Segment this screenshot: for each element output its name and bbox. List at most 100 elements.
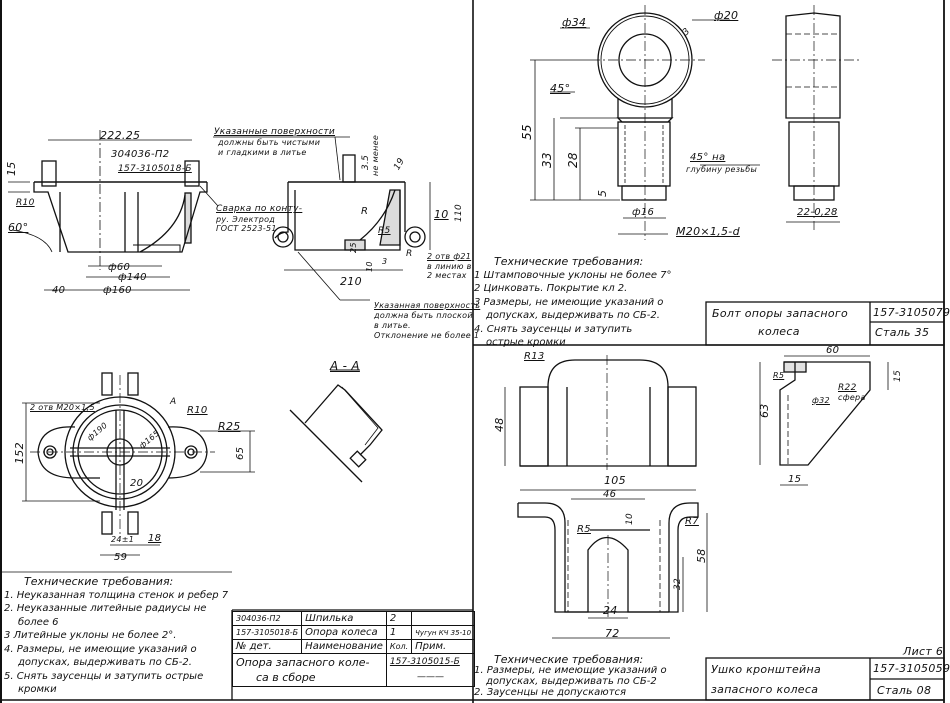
cell-note: Чугун КЧ 35-10 (411, 625, 476, 640)
dim-sphere: сфера (838, 393, 866, 402)
bolt-req-item: допусках, выдерживать по СБ-2. (486, 310, 660, 321)
surface-note-top-1: Указанные поверхности (214, 127, 336, 137)
cell-qty: 1 (385, 625, 413, 640)
bolt-title-block-lines (705, 301, 945, 346)
bracket-name-1: Ушко кронштейна (711, 663, 822, 676)
table-row: 304036-П2 Шпилька 2 (231, 611, 476, 626)
bracket-requirements-title: Технические требования: (494, 653, 644, 666)
surface-note-bottom-2: должна быть плоской (374, 311, 473, 320)
front-view (8, 130, 219, 291)
leader-part-304036: 304036-П2 (111, 149, 170, 160)
left-req-item: кромки (18, 684, 57, 695)
left-requirements: Технические требования: 1. Неуказанная т… (4, 575, 228, 697)
dim-58: 58 (695, 548, 708, 563)
chamfer-note-2: глубину резьбы (686, 165, 758, 174)
dim-d140: ф140 (118, 272, 147, 283)
surface-note-bottom-3: в литье. (374, 321, 411, 330)
section-mark-a: A (170, 397, 177, 407)
cell-note (411, 611, 476, 626)
dim-d32: ф32 (812, 396, 830, 405)
dim-24: 24 (603, 604, 618, 617)
dim-r13: R13 (524, 351, 545, 362)
cell-qty: 2 (385, 611, 413, 626)
dim-48: 48 (493, 417, 506, 432)
dim-25: 25 (349, 242, 358, 253)
bolt-material: Сталь 35 (875, 326, 930, 339)
dim-46: 46 (603, 489, 617, 500)
surface-note-bottom-1: Указанная поверхность (374, 301, 481, 310)
dim-r-small: R (406, 249, 413, 259)
bolt-req-item: 4. Снять заусенцы и затупить (474, 323, 633, 335)
dim-59: 59 (114, 552, 128, 563)
dim-10: 10 (434, 208, 449, 221)
left-req-item: 5. Снять заусенцы и затупить острые (4, 670, 204, 682)
dim-15-side-top: 15 (893, 369, 903, 382)
dim-r10-plan: R10 (187, 405, 208, 416)
table-row: 157-3105018-Б Опора колеса 1 Чугун КЧ 35… (231, 625, 476, 640)
dim-d20: ф20 (714, 9, 739, 22)
assembly-name-2: са в сборе (256, 671, 316, 684)
dim-3: 3 (382, 257, 388, 266)
bolt-requirements-title: Технические требования: (494, 255, 644, 268)
dim-not-less: не менее (371, 134, 380, 176)
bolt-req-item: 2 Цинковать. Покрытие кл 2. (474, 283, 628, 294)
dim-3-5: 3.5 (361, 154, 371, 170)
dim-40: 40 (52, 285, 66, 296)
bolt-name-2: колеса (758, 325, 800, 338)
bracket-code: 157-3105059 (873, 662, 950, 675)
cell-name: Опора колеса (301, 625, 387, 640)
left-req-item: 3 Литейные уклоны не более 2°. (4, 630, 177, 641)
cell-header-part-no: № дет. (231, 639, 303, 654)
section-aa-title: А - А (330, 359, 360, 373)
cell-header-note: Прим. (411, 639, 476, 654)
bolt-req-item: острые кромки (486, 337, 566, 348)
cell-header-qty: Кол. (385, 639, 413, 654)
dim-d160: ф160 (103, 285, 132, 296)
bolt-req-item: 3 Размеры, не имеющие указаний о (474, 296, 664, 308)
section-view (213, 136, 431, 301)
dim-r22: R22 (838, 383, 857, 393)
bracket-view (504, 355, 889, 639)
cell-part-no: 304036-П2 (231, 611, 303, 626)
section-aa-view (289, 369, 383, 483)
dim-2-holes-m20: 2 отв М20×1,5 (30, 403, 95, 412)
dim-r25: R25 (218, 420, 241, 433)
dim-20: 20 (130, 478, 144, 489)
surface-note-top-2: должны быть чистыми (218, 138, 321, 147)
dim-d60: ф60 (108, 262, 131, 273)
plan-view (22, 372, 255, 556)
bolt-requirements: Технические требования: 1 Штамповочные у… (474, 255, 672, 350)
dim-18: 18 (148, 533, 162, 544)
sheet-label: Лист 6 (903, 645, 944, 658)
dim-r5-bracket: R5 (577, 524, 591, 535)
dim-r7: R7 (685, 516, 699, 527)
bracket-name-2: запасного колеса (711, 683, 819, 696)
assembly-name-1: Опора запасного коле- (236, 656, 370, 669)
dim-63: 63 (758, 403, 771, 418)
table-row: Опора запасного коле- са в сборе 157-310… (232, 653, 476, 687)
bracket-req-item: допусках, выдерживать по СБ-2 (486, 676, 657, 687)
table-row: № дет. Наименование Кол. Прим. (231, 639, 476, 654)
dim-110: 110 (454, 203, 464, 222)
dim-r5: R5 (378, 226, 391, 236)
cell-name: Шпилька (301, 611, 387, 626)
cell-assembly-name: Опора запасного коле- са в сборе (232, 653, 387, 687)
chamfer-note-1: 45° на (690, 152, 726, 163)
bolt-view (530, 5, 860, 240)
cell-assembly-code: 157-3105015-Б ——— (385, 653, 476, 687)
dim-d16: ф16 (632, 207, 655, 218)
dim-r: R (361, 206, 369, 217)
dim-24-pm1: 24±1 (111, 535, 135, 544)
dim-5: 5 (596, 189, 609, 197)
leader-part-157-3105018: 157-3105018-Б (118, 164, 192, 174)
holes-note-1: 2 отв ф21 (427, 252, 472, 261)
left-requirements-title: Технические требования: (24, 575, 174, 588)
left-req-item: более 6 (18, 616, 59, 628)
bracket-material: Сталь 08 (877, 684, 932, 697)
left-req-item: 1. Неуказанная толщина стенок и ребер 7 (4, 589, 229, 601)
dim-10-bracket: 10 (625, 512, 635, 525)
left-title-block: 304036-П2 Шпилька 2 157-3105018-Б Опора … (231, 611, 476, 687)
dim-105: 105 (604, 474, 626, 487)
